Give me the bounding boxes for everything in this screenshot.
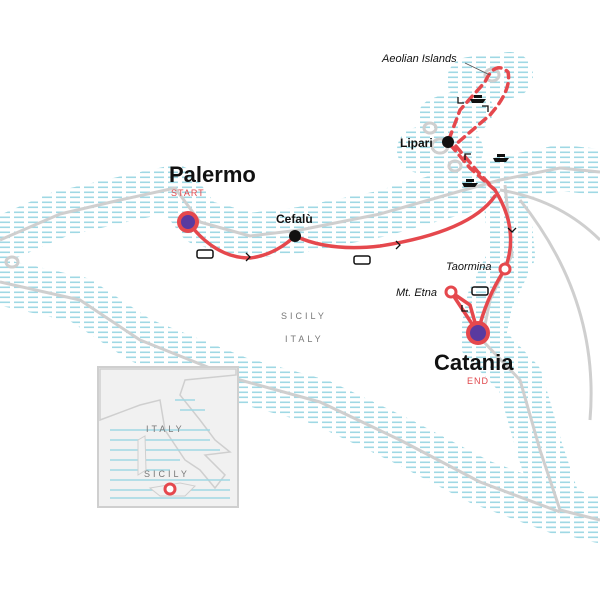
stop-lipari — [442, 136, 454, 148]
label-taormina: Taormina — [446, 261, 492, 273]
stop-cefalu — [289, 230, 301, 242]
label-aeolian-islands: Aeolian Islands — [382, 53, 457, 65]
label-region-sicily: SICILY — [281, 311, 327, 321]
label-cefalu: Cefalù — [276, 212, 313, 226]
inset-label-italy: ITALY — [146, 424, 185, 434]
ferry-route — [446, 66, 511, 192]
label-region-italy: ITALY — [285, 334, 324, 344]
label-catania: Catania — [434, 350, 514, 375]
route-cefalu-north — [293, 194, 497, 250]
label-palermo: Palermo — [169, 162, 256, 187]
stop-taormina — [498, 262, 512, 276]
route-etna-loop — [449, 290, 480, 335]
ferry-icon — [462, 95, 509, 187]
water-hatch — [0, 52, 600, 543]
route-palermo-cefalu — [186, 220, 297, 260]
bus-icon — [196, 249, 489, 296]
label-etna: Mt. Etna — [396, 287, 437, 299]
direction-arrow-icon — [245, 97, 517, 312]
label-lipari: Lipari — [400, 136, 433, 150]
inset-label-sicily: SICILY — [144, 469, 190, 479]
label-end: END — [467, 376, 490, 386]
label-start: START — [171, 188, 205, 198]
leader-line — [464, 62, 491, 76]
inset-map — [97, 366, 239, 508]
stop-catania — [466, 321, 490, 345]
stop-etna — [444, 285, 458, 299]
route — [186, 66, 513, 335]
stops — [177, 136, 512, 345]
stop-palermo — [177, 211, 199, 233]
inset-location-marker — [163, 482, 177, 496]
